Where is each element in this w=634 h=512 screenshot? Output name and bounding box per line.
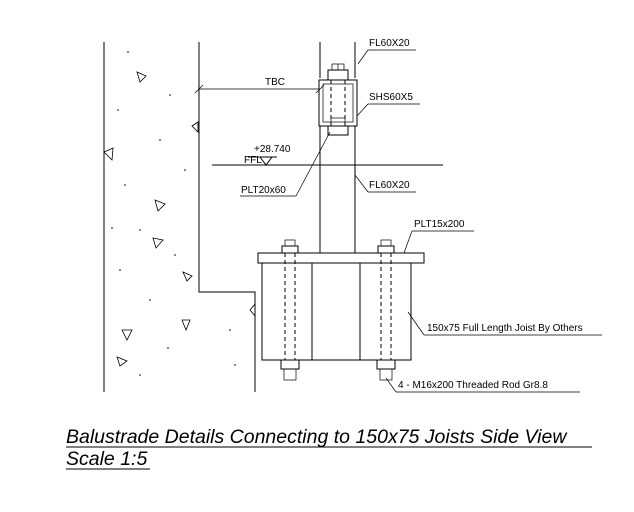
label-fl-mid: FL60X20 (369, 180, 410, 191)
drawing-title: Balustrade Details Connecting to 150x75 … (66, 426, 568, 448)
shs-connector (318, 63, 358, 136)
level-marker-icon (248, 156, 277, 166)
label-ffl: FFL (244, 155, 262, 166)
label-plt-base: PLT15x200 (414, 219, 465, 230)
joist (261, 262, 412, 361)
label-joist: 150x75 Full Length Joist By Others (427, 323, 583, 334)
base-plate (257, 252, 425, 264)
balustrade-post (319, 42, 356, 253)
label-tbc: TBC (265, 77, 285, 88)
threaded-rods (280, 239, 396, 381)
leader-lines (194, 49, 602, 393)
label-level-value: +28.740 (254, 144, 291, 155)
label-rods: 4 - M16x200 Threaded Rod Gr8.8 (398, 380, 548, 391)
drawing-scale: Scale 1:5 (66, 448, 147, 470)
label-shs: SHS60X5 (369, 92, 413, 103)
label-fl-top: FL60X20 (369, 38, 410, 49)
concrete-wall (103, 42, 256, 392)
label-plt-small: PLT20x60 (241, 185, 286, 196)
